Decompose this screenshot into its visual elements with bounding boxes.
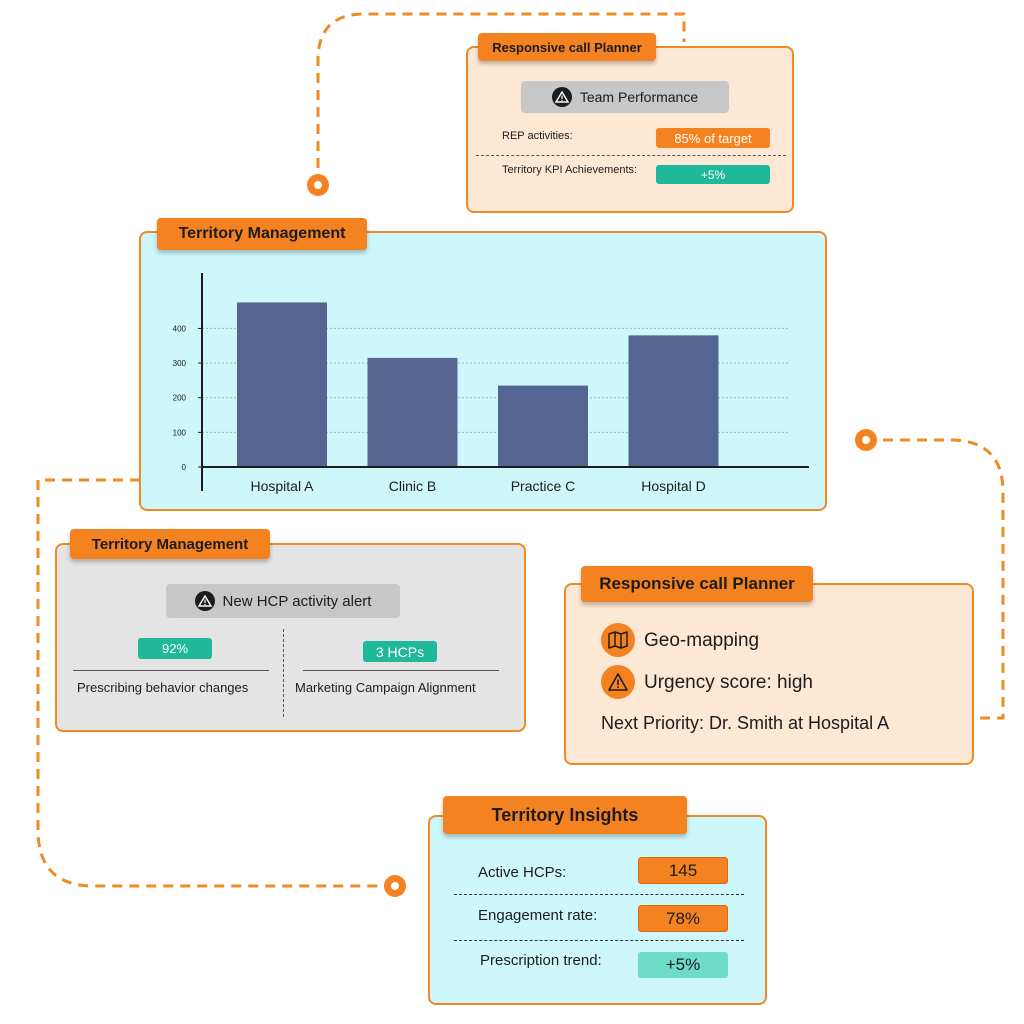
next-priority-label: Next Priority: Dr. Smith at Hospital A — [601, 713, 890, 733]
prescription-trend-value: +5% — [638, 952, 728, 978]
y-tick-label: 0 — [182, 463, 187, 472]
warning-icon — [551, 87, 572, 107]
hcp-alert-card: New HCP activity alert 92% Prescribing b… — [55, 543, 526, 732]
insights-card: Active HCPs: 145 Engagement rate: 78% Pr… — [428, 815, 767, 1005]
bar — [237, 302, 327, 467]
y-tick-label: 400 — [173, 324, 187, 333]
geo-mapping-label: Geo-mapping — [644, 630, 760, 651]
bar — [367, 357, 458, 467]
prescribing-value: 92% — [138, 638, 212, 659]
y-tick-label: 100 — [173, 428, 187, 437]
connector-dots — [307, 174, 877, 897]
divider — [476, 155, 786, 156]
column-divider — [283, 629, 284, 717]
planner-right-card: Geo-mapping Urgency score: high Next Pri… — [564, 583, 974, 765]
map-icon — [601, 623, 635, 657]
urgency-score-label: Urgency score: high — [644, 672, 813, 693]
x-tick-label: Hospital A — [250, 478, 314, 494]
bar — [628, 335, 719, 467]
warning-icon — [601, 665, 635, 699]
active-hcps-label: Active HCPs: — [478, 864, 567, 881]
engagement-rate-value: 78% — [638, 905, 728, 932]
territory-chart-title: Territory Management — [157, 218, 367, 250]
insights-title: Territory Insights — [443, 796, 687, 834]
team-performance-alert[interactable]: Team Performance — [521, 81, 729, 113]
alert-text: New HCP activity alert — [222, 592, 372, 610]
planner-top-card: Team Performance REP activities: 85% of … — [466, 46, 794, 213]
planner-top-title: Responsive call Planner — [478, 33, 656, 61]
divider — [454, 940, 744, 941]
x-tick-label: Hospital D — [641, 478, 706, 494]
hcp-alert-title: Territory Management — [70, 529, 270, 559]
new-hcp-alert[interactable]: New HCP activity alert — [166, 584, 400, 618]
kpi-achievements-value: +5% — [656, 165, 770, 184]
bar — [498, 385, 588, 467]
warning-icon — [194, 591, 215, 611]
y-tick-label: 200 — [173, 394, 187, 403]
planner-right-title: Responsive call Planner — [581, 566, 813, 602]
prescription-trend-label: Prescription trend: — [480, 952, 602, 969]
rep-activities-value: 85% of target — [656, 128, 770, 148]
campaign-value: 3 HCPs — [363, 641, 437, 662]
underline — [73, 670, 269, 671]
rep-activities-label: REP activities: — [502, 130, 573, 142]
x-tick-label: Practice C — [511, 478, 576, 494]
engagement-rate-label: Engagement rate: — [478, 907, 598, 924]
x-tick-label: Clinic B — [389, 478, 436, 494]
underline — [303, 670, 499, 671]
divider — [454, 894, 744, 895]
y-tick-label: 300 — [173, 359, 187, 368]
active-hcps-value: 145 — [638, 857, 728, 884]
alert-text: Team Performance — [579, 89, 699, 105]
kpi-achievements-label: Territory KPI Achievements: — [502, 164, 638, 176]
prescribing-label: Prescribing behavior changes — [77, 680, 249, 695]
campaign-label: Marketing Campaign Alignment — [295, 680, 476, 695]
